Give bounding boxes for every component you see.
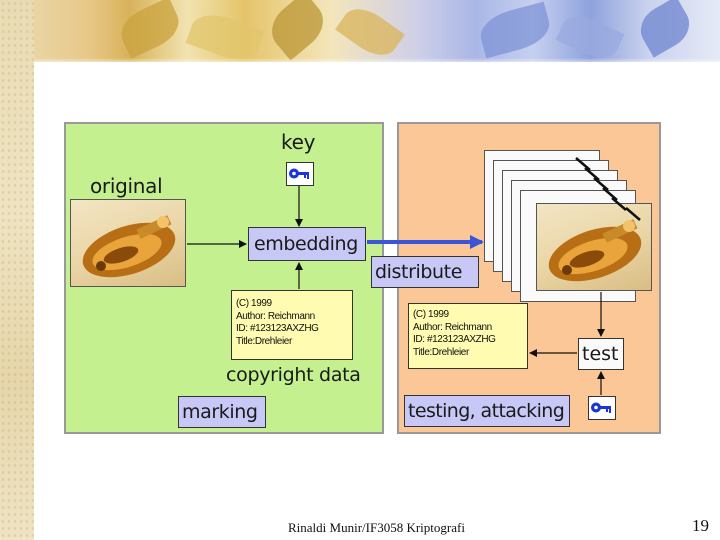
copyright-line: (C) 1999 (413, 309, 449, 320)
test-label: test (582, 343, 619, 365)
copyright-line: ID: #123123AXZHG (413, 334, 496, 345)
arrow-copy (602, 187, 618, 201)
decorative-left-strip (0, 0, 34, 540)
arrow-copy (625, 207, 641, 221)
arrow-copy (611, 197, 627, 211)
copyright-line: Author: Reichmann (236, 310, 315, 322)
arrow-copy (593, 177, 609, 191)
testing-attacking-box: testing, attacking (404, 395, 570, 427)
copyright-data-box: (C) 1999 Author: Reichmann ID: #123123AX… (231, 290, 353, 360)
banner-fade (34, 58, 720, 66)
distribute-label: distribute (375, 261, 463, 283)
footer-text: Rinaldi Munir/IF3058 Kriptografi (288, 520, 465, 535)
copyright-line: Author: Reichmann (413, 321, 492, 333)
arrow-copy (575, 157, 591, 171)
copyright-line: ID: #123123AXZHG (236, 323, 319, 334)
key-icon (286, 162, 314, 186)
distribute-box: distribute (371, 256, 479, 288)
testing-attacking-label: testing, attacking (408, 400, 565, 422)
copyright-data-label: copyright data (226, 364, 361, 386)
test-box: test (578, 338, 624, 370)
key-label: key (281, 130, 316, 154)
extracted-copyright-box: (C) 1999 Author: Reichmann ID: #123123AX… (408, 303, 528, 369)
marking-label: marking (182, 401, 258, 423)
arrow-copy (584, 167, 600, 181)
copyright-line: (C) 1999 (236, 298, 272, 309)
original-image (70, 199, 186, 287)
page-number: 19 (692, 516, 709, 535)
marking-box: marking (178, 396, 266, 428)
original-label: original (90, 174, 163, 198)
key-icon (588, 396, 616, 420)
embedding-label: embedding (254, 233, 358, 255)
decorative-banner (0, 0, 720, 67)
copyright-line: Title:Drehleier (413, 346, 469, 358)
embedding-box: embedding (248, 227, 366, 261)
distributed-image (536, 203, 652, 291)
copyright-line: Title:Drehleier (236, 335, 292, 347)
